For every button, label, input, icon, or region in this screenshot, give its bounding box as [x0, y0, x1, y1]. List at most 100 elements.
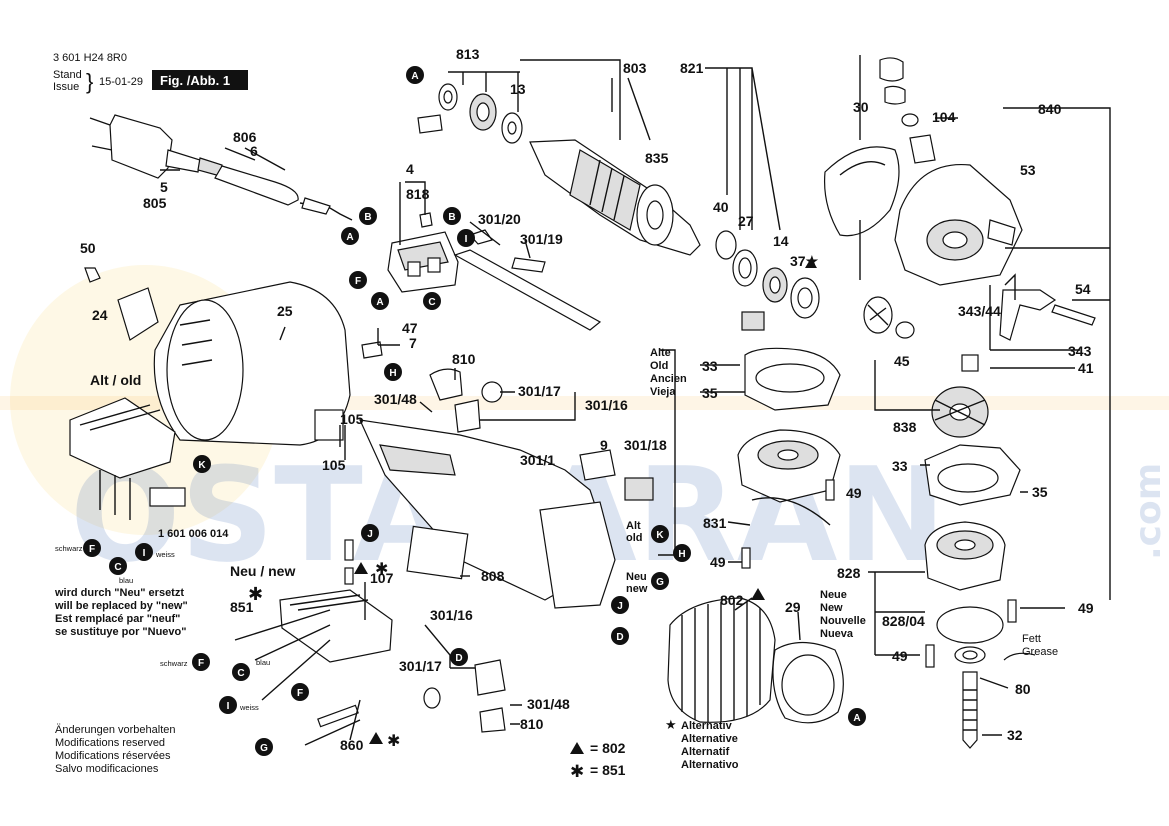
part-label: 802 — [720, 592, 744, 608]
part-label: 838 — [893, 419, 917, 435]
svg-text:Est remplacé par "neuf": Est remplacé par "neuf" — [55, 613, 180, 625]
part-label: 301/48 — [527, 696, 570, 712]
svg-text:C: C — [237, 668, 244, 679]
svg-text:D: D — [616, 632, 623, 643]
svg-text:J: J — [617, 601, 623, 612]
motor-housing — [153, 281, 351, 446]
wire-label-blau: blau — [119, 576, 133, 585]
connector-c: C — [109, 557, 127, 575]
issue-label: Issue — [53, 81, 79, 93]
part-label: 301/1 — [520, 452, 555, 468]
header: 3 601 H24 8R0 Stand Issue } 15-01-29 Fig… — [53, 52, 248, 94]
wire-label-schwarz: schwarz — [160, 659, 188, 668]
main-housing — [358, 419, 654, 609]
armature — [529, 139, 701, 256]
part-label: 50 — [80, 240, 96, 256]
old-small-label: old — [626, 532, 643, 544]
switch-module-neu — [234, 539, 393, 746]
part-label: 29 — [785, 599, 801, 615]
fett-label: Fett — [1022, 633, 1041, 645]
connector-c: C — [423, 292, 441, 310]
neue-label: Neue — [820, 589, 847, 601]
wire-label-weiss: weiss — [239, 703, 259, 712]
part-label: 41 — [1078, 360, 1094, 376]
label-symbols: ✱ ✱ ✱ — [248, 258, 817, 750]
alt-old-label: Alt / old — [90, 372, 141, 388]
replaced-note: wird durch "Neu" ersetzt will be replace… — [54, 587, 188, 638]
part-label: 49 — [710, 554, 726, 570]
connector-h: H — [384, 363, 402, 381]
part-label: 301/48 — [374, 391, 417, 407]
part-label: 49 — [846, 485, 862, 501]
svg-text:D: D — [455, 653, 462, 664]
bearing-stack — [417, 83, 523, 144]
connector-i: I — [457, 229, 475, 247]
part-label: 343/44 — [958, 303, 1001, 319]
part-label: 45 — [894, 353, 910, 369]
part-number: 3 601 H24 8R0 — [53, 52, 127, 64]
neu-new-label: Neu / new — [230, 563, 295, 579]
connector-f: F — [291, 683, 309, 701]
part-label: 7 — [409, 335, 417, 351]
svg-text:will be replaced by "new": will be replaced by "new" — [54, 600, 188, 612]
part-label: 301/18 — [624, 437, 667, 453]
new-label: New — [820, 602, 843, 614]
alte-label: Alte — [650, 347, 671, 359]
connector-markers: A B A B I F A C H K J F C I K H G J D A … — [83, 66, 866, 756]
svg-text:F: F — [198, 658, 204, 669]
svg-text:★: ★ — [665, 718, 677, 733]
part-label: 810 — [520, 716, 544, 732]
part-label: 47 — [402, 320, 418, 336]
part-label: 803 — [623, 60, 647, 76]
part-label: 301/16 — [430, 607, 473, 623]
part-label: 821 — [680, 60, 704, 76]
alt-small-label: Alt — [626, 520, 641, 532]
svg-text:F: F — [89, 544, 95, 555]
connector-k: K — [651, 525, 669, 543]
part-label: 301/16 — [585, 397, 628, 413]
connector-d: D — [450, 648, 468, 666]
star-icon: ✱ — [570, 762, 584, 782]
part-label: 831 — [703, 515, 727, 531]
connector-a: A — [371, 292, 389, 310]
part-label: 9 — [600, 437, 608, 453]
spindle-bearing-parts — [715, 230, 820, 331]
part-label: 14 — [773, 233, 789, 249]
svg-text:B: B — [448, 212, 455, 223]
wire-label-schwarz: schwarz — [55, 544, 83, 553]
svg-text:I: I — [143, 548, 146, 559]
left-flange-parts — [737, 347, 841, 569]
neu-small-label: Neu — [626, 571, 647, 583]
svg-text:C: C — [428, 297, 435, 308]
part-label: 835 — [645, 150, 669, 166]
part-label: 4 — [406, 161, 414, 177]
svg-text:K: K — [198, 460, 206, 471]
part-labels: 813 803 821 13 840 30 104 806 6 835 5 80… — [80, 46, 1094, 753]
connector-j: J — [611, 596, 629, 614]
svg-text:✱: ✱ — [248, 584, 263, 605]
part-label: 40 — [713, 199, 729, 215]
symbol-legend: = 802 ✱ = 851 — [570, 740, 626, 782]
part-label: 24 — [92, 307, 108, 323]
svg-text:Modifications reserved: Modifications reserved — [55, 737, 165, 749]
svg-text:A: A — [411, 71, 418, 82]
connector-f: F — [83, 539, 101, 557]
svg-text:wird durch "Neu" ersetzt: wird durch "Neu" ersetzt — [54, 587, 184, 599]
wire-label-blau: blau — [256, 658, 270, 667]
switch-assembly — [387, 212, 602, 331]
mains-plug-cable — [89, 114, 353, 221]
triangle-icon — [570, 742, 584, 754]
nueva-label: Nueva — [820, 628, 854, 640]
nouvelle-label: Nouvelle — [820, 615, 866, 627]
part-label: 828/04 — [882, 613, 925, 629]
watermark-suffix: .com — [1128, 463, 1169, 560]
part-label: 813 — [456, 46, 480, 62]
modifications-note: Änderungen vorbehalten Modifications res… — [55, 724, 175, 775]
svg-text:G: G — [260, 743, 268, 754]
part-label: 5 — [160, 179, 168, 195]
part-label: 25 — [277, 303, 293, 319]
part-label: 851 — [230, 599, 254, 615]
svg-text:I: I — [465, 234, 468, 245]
part-label: 33 — [892, 458, 908, 474]
